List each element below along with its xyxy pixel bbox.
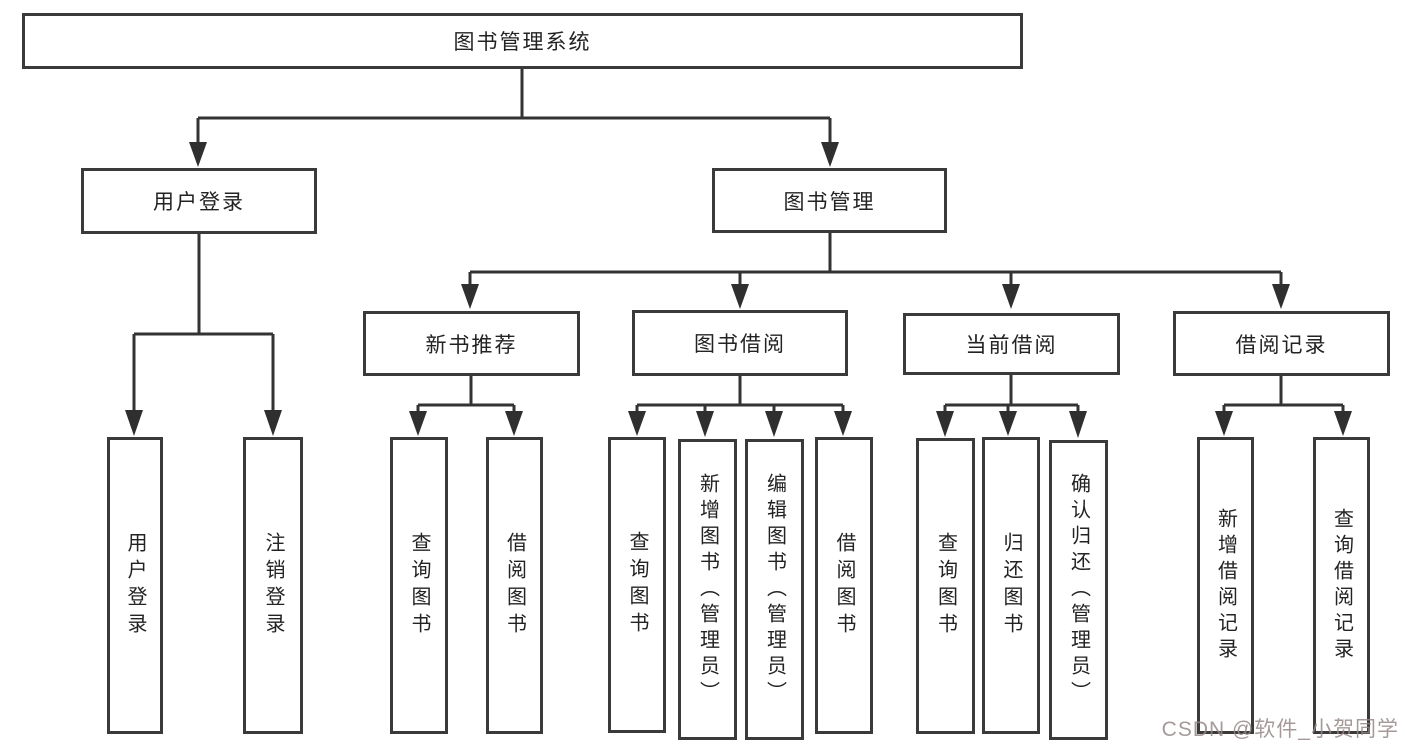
node-label: 借阅记录 (1235, 333, 1328, 357)
node-book-management-group: 图书管理 (712, 168, 947, 233)
node-label: 查询图书 (408, 531, 430, 640)
node-label: 查询借阅记录 (1330, 507, 1353, 664)
node-label: 注销登录 (262, 531, 284, 640)
leaf-query-books-recommend: 查询图书 (390, 437, 448, 734)
leaf-confirm-return-admin: 确认归还（管理员） (1049, 440, 1108, 740)
node-label: 借阅图书 (833, 531, 855, 640)
node-label: 用户登录 (153, 191, 245, 214)
node-borrowing-records: 借阅记录 (1173, 311, 1390, 376)
node-new-book-recommend: 新书推荐 (363, 311, 580, 376)
node-label: 编辑图书（管理员） (763, 472, 786, 707)
node-current-borrowing: 当前借阅 (903, 313, 1120, 375)
node-label: 确认归还（管理员） (1067, 473, 1090, 707)
node-root-label: 图书管理系统 (453, 31, 592, 54)
node-label: 用户登录 (124, 531, 146, 640)
node-label: 新增图书（管理员） (696, 472, 719, 707)
leaf-borrow-books-borrowing: 借阅图书 (815, 437, 873, 734)
leaf-user-login: 用户登录 (107, 437, 163, 734)
node-label: 图书借阅 (694, 333, 786, 356)
leaf-borrow-books-recommend: 借阅图书 (486, 437, 543, 734)
leaf-add-books-admin: 新增图书（管理员） (678, 439, 737, 740)
node-label: 归还图书 (1000, 531, 1022, 640)
node-label: 新增借阅记录 (1214, 507, 1237, 664)
leaf-edit-books-admin: 编辑图书（管理员） (745, 439, 804, 740)
node-label: 新书推荐 (425, 333, 518, 357)
node-label: 借阅图书 (503, 531, 526, 640)
node-label: 当前借阅 (965, 334, 1058, 357)
node-label: 查询图书 (934, 532, 957, 640)
leaf-logout: 注销登录 (243, 437, 303, 734)
node-label: 图书管理 (783, 190, 876, 214)
node-book-borrowing: 图书借阅 (632, 310, 848, 376)
node-root-system: 图书管理系统 (22, 13, 1023, 69)
leaf-query-books-borrowing: 查询图书 (608, 437, 666, 733)
arrowheads (125, 142, 1352, 438)
node-user-login-group: 用户登录 (81, 168, 317, 234)
leaf-add-borrow-record: 新增借阅记录 (1197, 437, 1254, 734)
node-label: 查询图书 (626, 531, 648, 639)
csdn-watermark: CSDN @软件_小贺同学 (1161, 718, 1399, 741)
leaf-return-books: 归还图书 (982, 437, 1040, 734)
leaf-query-borrow-record: 查询借阅记录 (1313, 437, 1370, 734)
leaf-query-books-current: 查询图书 (916, 438, 975, 734)
